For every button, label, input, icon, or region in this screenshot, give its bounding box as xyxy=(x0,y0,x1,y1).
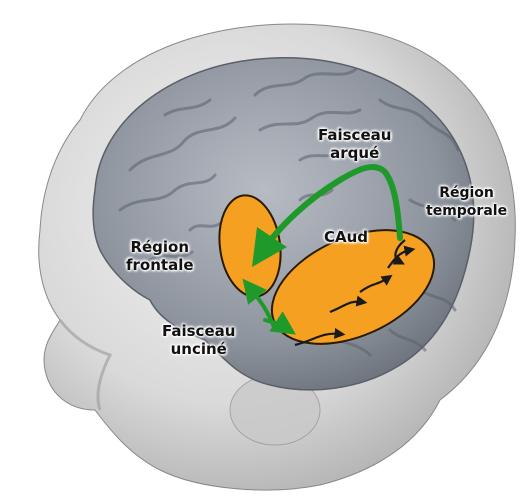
label-region-frontale-line1: Région xyxy=(126,238,194,256)
label-faisceau-uncine-line1: Faisceau xyxy=(162,322,235,340)
label-region-frontale: Région frontale xyxy=(126,238,194,274)
label-region-temporale: Région temporale xyxy=(426,184,507,220)
label-region-frontale-line2: frontale xyxy=(126,256,194,274)
label-faisceau-arque-line1: Faisceau xyxy=(318,126,391,144)
label-caud: CAud xyxy=(324,228,368,246)
label-region-temporale-line1: Région xyxy=(426,184,507,202)
label-faisceau-uncine-line2: unciné xyxy=(162,340,235,358)
label-caud-text: CAud xyxy=(324,228,368,246)
label-faisceau-uncine: Faisceau unciné xyxy=(162,322,235,358)
label-faisceau-arque: Faisceau arqué xyxy=(318,126,391,162)
label-faisceau-arque-line2: arqué xyxy=(318,144,391,162)
label-region-temporale-line2: temporale xyxy=(426,202,507,220)
